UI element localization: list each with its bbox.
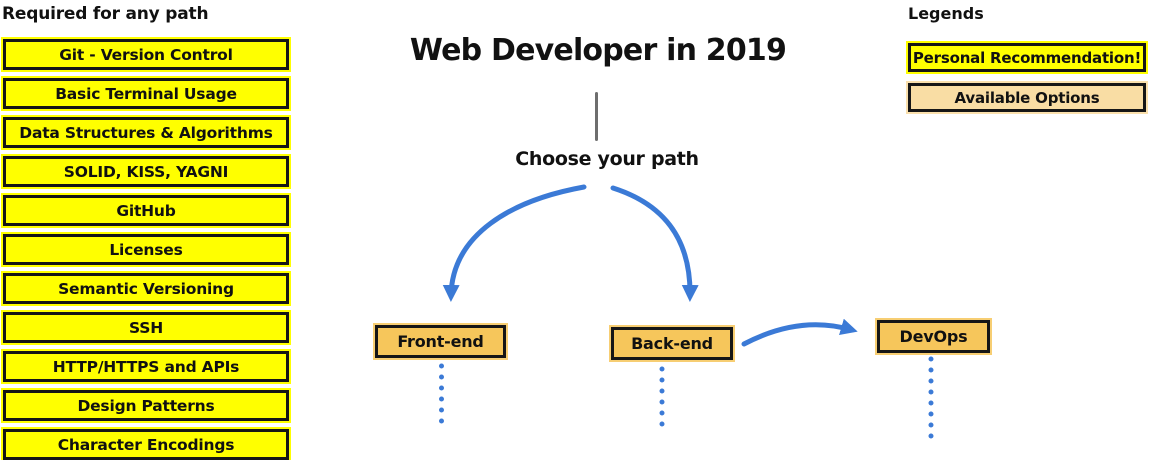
required-item-semantic-versioning: Semantic Versioning bbox=[3, 273, 289, 304]
required-item-character-encodings: Character Encodings bbox=[3, 429, 289, 460]
legend-available-options: Available Options bbox=[908, 83, 1146, 112]
required-item-design-patterns: Design Patterns bbox=[3, 390, 289, 421]
node-devops: DevOps bbox=[877, 320, 990, 353]
legend-title: Legends bbox=[908, 4, 984, 23]
node-backend: Back-end bbox=[611, 327, 733, 360]
required-item-solid-kiss-yagni: SOLID, KISS, YAGNI bbox=[3, 156, 289, 187]
arrow-backend-to-devops bbox=[741, 318, 858, 347]
arrow-choose-to-frontend bbox=[442, 184, 587, 302]
page-title: Web Developer in 2019 bbox=[409, 33, 787, 68]
required-item-licenses: Licenses bbox=[3, 234, 289, 265]
arrow-choose-to-backend bbox=[610, 185, 699, 302]
choose-your-path-label: Choose your path bbox=[515, 148, 699, 170]
node-frontend: Front-end bbox=[375, 325, 506, 358]
stem-line bbox=[595, 92, 598, 141]
required-item-terminal: Basic Terminal Usage bbox=[3, 78, 289, 109]
required-item-data-structures: Data Structures & Algorithms bbox=[3, 117, 289, 148]
required-item-github: GitHub bbox=[3, 195, 289, 226]
required-section-title: Required for any path bbox=[2, 4, 209, 24]
required-item-git: Git - Version Control bbox=[3, 39, 289, 70]
required-item-http-apis: HTTP/HTTPS and APIs bbox=[3, 351, 289, 382]
legend-personal-recommendation: Personal Recommendation! bbox=[908, 43, 1146, 72]
required-item-ssh: SSH bbox=[3, 312, 289, 343]
